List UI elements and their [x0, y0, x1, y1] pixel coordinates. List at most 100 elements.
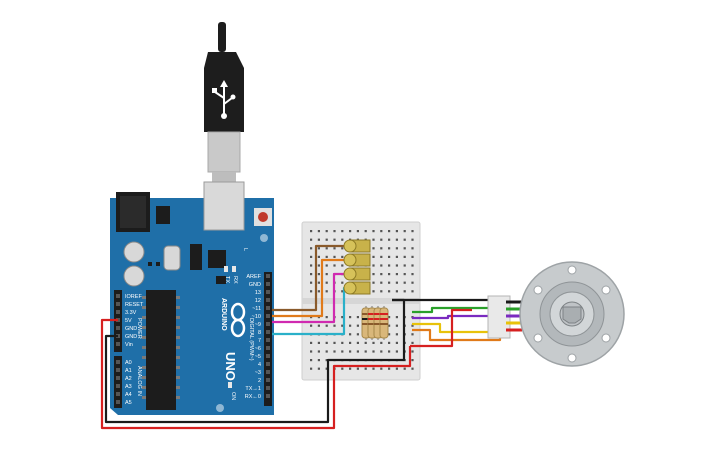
digital-pin[interactable]: [266, 362, 270, 366]
digital-pin[interactable]: [266, 306, 270, 310]
digital-pin[interactable]: [266, 394, 270, 398]
digital-pin[interactable]: [266, 290, 270, 294]
breadboard-hole: [325, 247, 328, 250]
breadboard-hole: [372, 264, 375, 267]
microcontroller-chip: [146, 290, 176, 410]
breadboard-hole: [403, 290, 406, 293]
digital-pin-label: 7: [258, 338, 261, 344]
power-pin[interactable]: [116, 294, 120, 298]
digital-pin[interactable]: [266, 322, 270, 326]
breadboard-hole: [388, 255, 391, 258]
digital-pin[interactable]: [266, 338, 270, 342]
breadboard-hole: [388, 230, 391, 233]
digital-pin[interactable]: [266, 354, 270, 358]
breadboard-hole: [333, 230, 336, 233]
breadboard-hole: [317, 281, 320, 284]
analog-pin-label: A2: [125, 376, 132, 382]
breadboard-hole: [310, 273, 313, 276]
digital-pin[interactable]: [266, 378, 270, 382]
breadboard-hole: [333, 255, 336, 258]
digital-pin-label: 13: [255, 290, 261, 296]
breadboard-hole: [325, 281, 328, 284]
breadboard-hole: [372, 230, 375, 233]
digital-pin[interactable]: [266, 282, 270, 286]
breadboard-hole: [395, 316, 398, 319]
breadboard-hole: [372, 247, 375, 250]
power-pin[interactable]: [116, 342, 120, 346]
breadboard-hole: [388, 333, 391, 336]
breadboard-hole: [317, 324, 320, 327]
breadboard-hole: [372, 255, 375, 258]
breadboard-hole: [372, 341, 375, 344]
usb-cable: [204, 22, 244, 182]
breadboard-hole: [325, 230, 328, 233]
power-pin-label: 3.3V: [125, 310, 137, 316]
breadboard-hole: [349, 333, 352, 336]
power-pin[interactable]: [116, 302, 120, 306]
breadboard-hole: [325, 324, 328, 327]
crystal: [163, 245, 181, 271]
breadboard-hole: [317, 255, 320, 258]
digital-pin[interactable]: [266, 386, 270, 390]
breadboard-hole: [349, 341, 352, 344]
power-pin-label: 5V: [125, 318, 132, 324]
breadboard-hole: [317, 367, 320, 370]
analog-pin[interactable]: [116, 392, 120, 396]
model-label: UNO: [223, 352, 238, 381]
breadboard-hole: [388, 281, 391, 284]
digital-pin[interactable]: [266, 370, 270, 374]
power-pin-label: RESET: [125, 302, 144, 308]
breadboard-hole: [317, 350, 320, 353]
breadboard-hole: [310, 341, 313, 344]
breadboard-hole: [341, 350, 344, 353]
breadboard-hole: [341, 247, 344, 250]
breadboard-hole: [325, 264, 328, 267]
breadboard-hole: [317, 264, 320, 267]
digital-pin[interactable]: [266, 314, 270, 318]
breadboard-hole: [411, 341, 414, 344]
breadboard-hole: [372, 273, 375, 276]
power-pin-label: Vin: [125, 342, 133, 348]
breadboard-hole: [411, 281, 414, 284]
power-pin[interactable]: [116, 326, 120, 330]
breadboard-hole: [341, 324, 344, 327]
breadboard-hole: [349, 367, 352, 370]
analog-pin[interactable]: [116, 376, 120, 380]
breadboard-hole: [403, 281, 406, 284]
breadboard-hole: [411, 367, 414, 370]
breadboard-hole: [310, 324, 313, 327]
analog-pin[interactable]: [116, 400, 120, 404]
breadboard-hole: [380, 367, 383, 370]
breadboard-hole: [349, 316, 352, 319]
breadboard-hole: [341, 238, 344, 241]
analog-pin[interactable]: [116, 368, 120, 372]
digital-pin-label: RX←0: [245, 394, 261, 400]
digital-pin-label: AREF: [246, 274, 261, 280]
capacitor: [123, 265, 145, 287]
breadboard-hole: [380, 290, 383, 293]
breadboard-hole: [372, 238, 375, 241]
breadboard-hole: [325, 273, 328, 276]
breadboard-hole: [341, 255, 344, 258]
digital-pin[interactable]: [266, 346, 270, 350]
analog-pin[interactable]: [116, 360, 120, 364]
power-pin-label: IOREF: [125, 294, 142, 300]
power-pin[interactable]: [116, 310, 120, 314]
wire-pin11: [272, 244, 354, 312]
leds: [343, 239, 371, 295]
breadboard-hole: [388, 350, 391, 353]
breadboard-hole: [317, 359, 320, 362]
digital-pin[interactable]: [266, 330, 270, 334]
analog-pin-label: A4: [125, 392, 132, 398]
digital-pin[interactable]: [266, 274, 270, 278]
breadboard-hole: [317, 230, 320, 233]
breadboard-hole: [411, 230, 414, 233]
digital-pin[interactable]: [266, 298, 270, 302]
breadboard-hole: [411, 350, 414, 353]
breadboard-hole: [325, 350, 328, 353]
analog-pin[interactable]: [116, 384, 120, 388]
breadboard-hole: [325, 290, 328, 293]
breadboard-hole: [411, 264, 414, 267]
breadboard-hole: [310, 281, 313, 284]
